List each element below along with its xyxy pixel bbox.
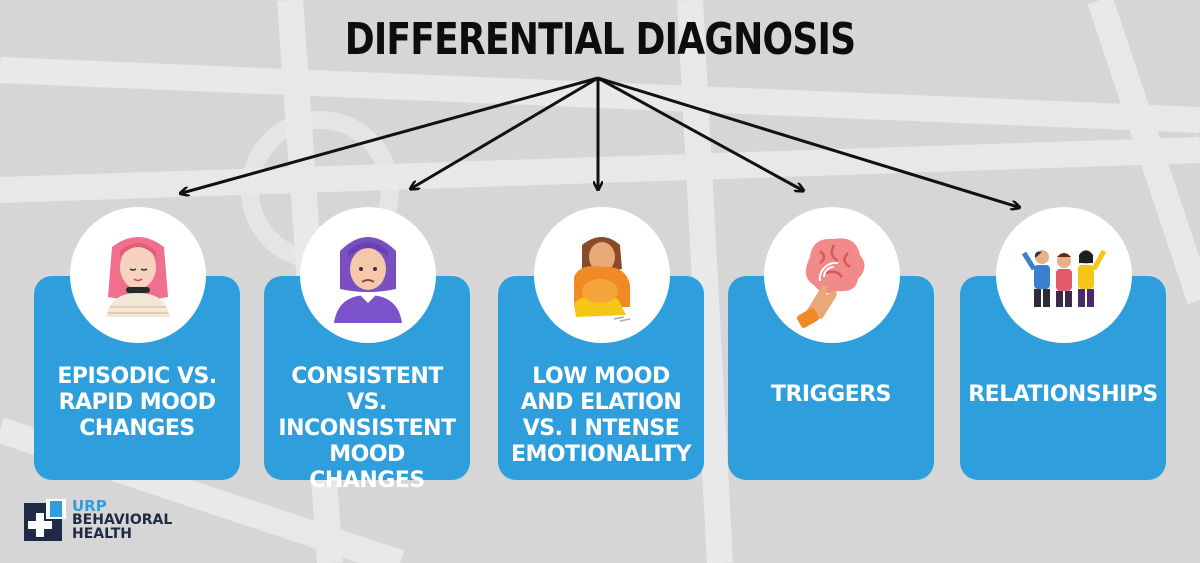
page-title: DIFFERENTIAL DIAGNOSIS: [344, 14, 856, 65]
logo-line-2: BEHAVIORAL: [72, 512, 173, 528]
card-relationships: RELATIONSHIPS: [960, 276, 1166, 480]
crouching-sad-girl-icon: [534, 207, 670, 343]
logo-cross-icon: [24, 499, 66, 541]
card-label: EPISODIC VS. RAPID MOOD CHANGES: [57, 364, 217, 441]
logo-line-1: URP: [72, 497, 107, 515]
arrow-4: [597, 76, 802, 190]
logo-line-3: HEALTH: [72, 526, 132, 542]
arrow-2: [412, 76, 599, 188]
card-label: LOW MOOD AND ELATION VS. I NTENSE EMOTIO…: [510, 364, 692, 467]
friends-group-icon: [996, 207, 1132, 343]
card-label: CONSISTENT VS. INCONSISTENT MOOD CHANGES: [278, 364, 456, 493]
card-consistent: CONSISTENT VS. INCONSISTENT MOOD CHANGES: [264, 276, 470, 493]
sad-woman-purple-hair-icon: [300, 207, 436, 343]
arrow-5: [597, 76, 1018, 207]
card-label: RELATIONSHIPS: [968, 382, 1158, 407]
brain-touch-icon: [764, 207, 900, 343]
arrow-1: [182, 76, 599, 193]
woman-pink-hair-icon: [70, 207, 206, 343]
card-label: TRIGGERS: [770, 382, 892, 407]
